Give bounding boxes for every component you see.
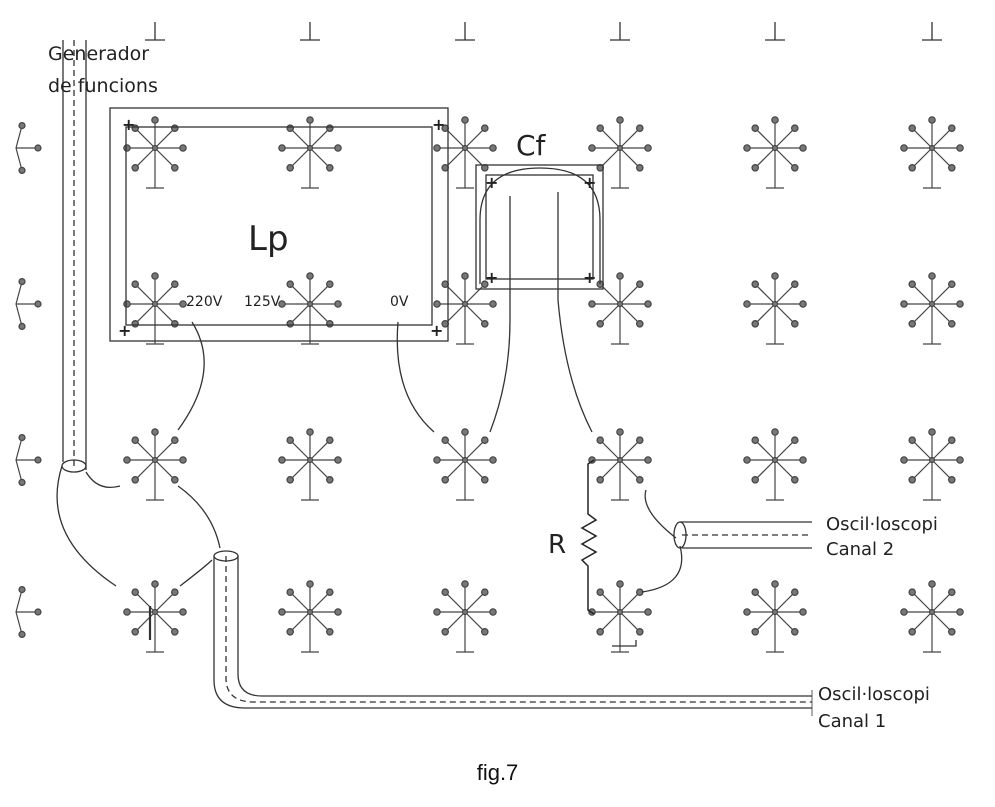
breadboard-node [588,580,652,653]
breadboard-node [900,272,964,345]
figure-caption: fig.7 [476,760,519,785]
labels: Generador de funcions Lp Cf R 220V 125V … [48,43,938,732]
breadboard-node-grid [15,116,964,653]
breadboard-node [278,428,342,501]
plus-marks: + + + + + + + + [118,115,596,340]
tap-220-label: 220V [186,294,223,310]
capacitor-label: Cf [516,129,547,162]
plus-mark: + [583,173,596,192]
plus-mark: + [122,115,135,134]
wires [56,192,683,647]
breadboard-node [588,116,652,189]
breadboard-node [433,272,497,345]
breadboard-node [123,580,187,653]
transformer-label: Lp [248,219,289,259]
breadboard-node [433,580,497,653]
generator-label-1: Generador [48,43,149,65]
scope-ch2-label-2: Canal 2 [826,539,894,560]
generator-label-2: de funcions [48,75,158,97]
breadboard-node [278,272,342,345]
breadboard-node [123,272,187,345]
breadboard-node-partial [15,585,42,639]
capacitor-cf [475,164,604,290]
tap-0-label: 0V [390,294,409,310]
plus-mark: + [485,173,498,192]
scope-ch2-label-1: Oscil·loscopi [826,514,938,535]
breadboard-node [743,116,807,189]
breadboard-node [588,272,652,345]
breadboard-node-partial [15,121,42,174]
breadboard-node [588,428,652,501]
scope-ch2-cable [673,521,812,549]
breadboard-node [743,428,807,501]
plus-mark: + [118,321,131,340]
plus-mark: + [583,268,596,287]
scope-ch1-label-1: Oscil·loscopi [818,684,930,705]
transformer-lp [109,107,449,342]
plus-mark: + [432,115,445,134]
plus-mark: + [485,268,498,287]
resistor-r [580,459,598,615]
breadboard-node [900,428,964,501]
breadboard-node [743,580,807,653]
breadboard-node-partial [15,434,42,486]
breadboard-node [900,116,964,189]
breadboard-node [433,428,497,501]
top-terminal-stubs [145,22,942,41]
plus-mark: + [430,321,443,340]
breadboard-node-partial [15,278,42,330]
breadboard-node [900,580,964,653]
breadboard-node [743,272,807,345]
scope-ch1-label-2: Canal 1 [818,711,886,732]
generator-cable [61,40,87,473]
breadboard-node [278,580,342,653]
circuit-diagram: + + + + + + + + [15,22,964,732]
resistor-label: R [548,530,566,560]
scope-ch1-cable [213,550,813,716]
breadboard-node [123,428,187,501]
tap-125-label: 125V [244,294,281,310]
